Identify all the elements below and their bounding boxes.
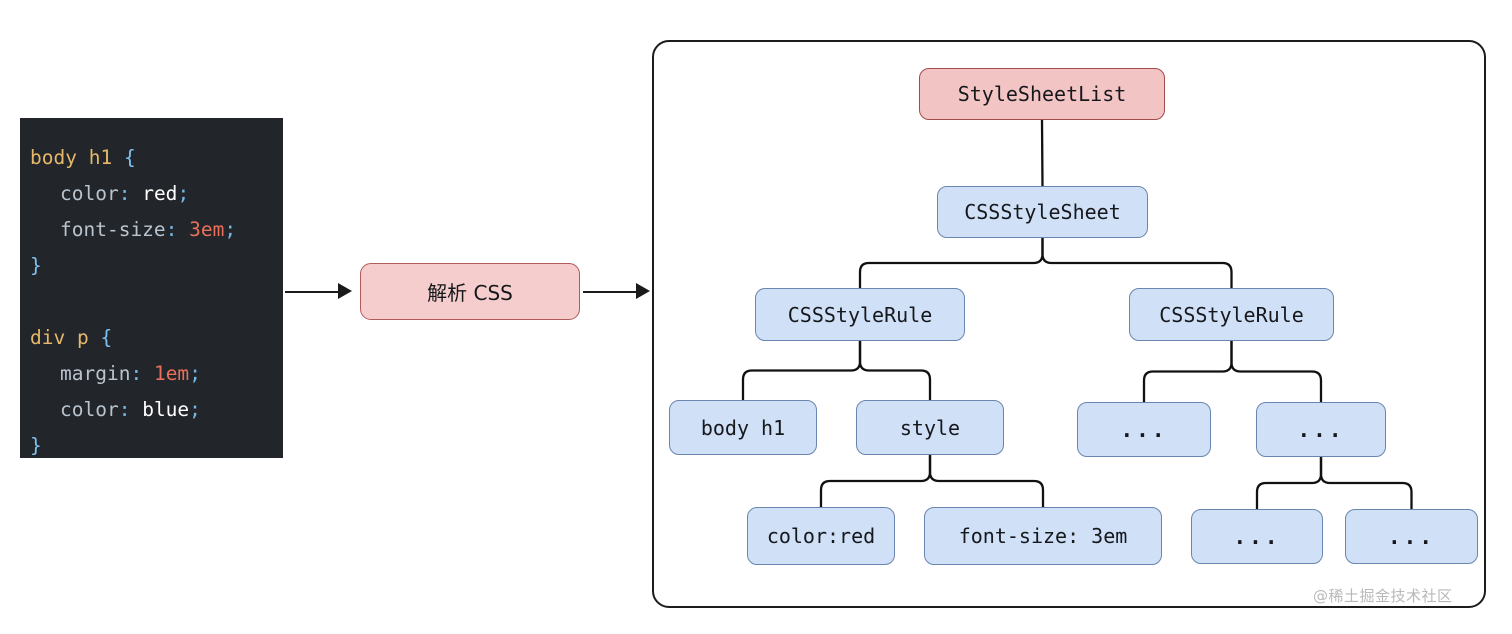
code-token-punc: ; (224, 218, 237, 241)
arrow-head-parse-to-tree (636, 283, 650, 299)
code-line: font-size: 3em; (20, 212, 283, 248)
code-token-punc: : (118, 182, 131, 205)
code-token-punc: : (165, 218, 178, 241)
code-line: } (20, 248, 283, 284)
code-token-prop: color (60, 398, 119, 421)
tree-node-decl-color[interactable]: color:red (747, 507, 895, 565)
code-line: color: red; (20, 176, 283, 212)
code-token-val: blue (142, 398, 190, 421)
code-token-sel: div p (30, 326, 89, 349)
code-token-plain (112, 146, 124, 169)
code-token-brace: { (123, 146, 136, 169)
tree-node-label: ... (1388, 524, 1435, 549)
tree-node-stylesheetlist[interactable]: StyleSheetList (919, 68, 1165, 120)
tree-node-dots-r2[interactable]: ... (1256, 402, 1386, 457)
code-line: div p { (20, 320, 283, 356)
tree-node-label: color:red (766, 524, 876, 548)
code-token-plain (89, 326, 101, 349)
code-token-punc: ; (189, 398, 201, 421)
tree-node-label: ... (1120, 417, 1168, 442)
code-token-brace: { (100, 326, 113, 349)
code-line: margin: 1em; (20, 356, 283, 392)
code-line: body h1 { (20, 140, 283, 176)
tree-node-decl-fontsize[interactable]: font-size: 3em (924, 507, 1162, 565)
code-token-val: red (142, 182, 178, 205)
tree-node-label: ... (1297, 417, 1345, 442)
tree-node-dots-r3[interactable]: ... (1191, 509, 1323, 564)
parse-css-node[interactable]: 解析 CSS (360, 263, 580, 320)
tree-node-label: CSSStyleRule (1159, 302, 1304, 327)
code-token-brace: } (30, 434, 42, 457)
tree-node-dots-r1[interactable]: ... (1077, 402, 1211, 457)
tree-node-rule-left[interactable]: CSSStyleRule (755, 288, 965, 341)
parse-css-label: 解析 CSS (427, 281, 513, 305)
tree-node-dots-r4[interactable]: ... (1345, 509, 1478, 564)
code-token-num: 1em (153, 362, 190, 385)
tree-node-style-node[interactable]: style (856, 400, 1004, 455)
code-line: } (20, 428, 283, 464)
code-token-punc: ; (189, 362, 201, 385)
code-token-prop: color (60, 182, 119, 205)
cssom-tree-frame (652, 40, 1486, 608)
css-source-code-block: body h1 {color: red;font-size: 3em;} div… (20, 118, 283, 458)
code-token-sel: body h1 (30, 146, 113, 169)
code-line (20, 284, 283, 320)
tree-node-cssstylesheet[interactable]: CSSStyleSheet (937, 186, 1148, 238)
code-token-num: 3em (189, 218, 225, 241)
code-token-plain (177, 218, 189, 241)
code-token-punc: : (130, 362, 143, 385)
arrow-line-code-to-parse (285, 291, 339, 293)
tree-node-label: CSSStyleSheet (964, 200, 1121, 224)
tree-node-label: font-size: 3em (958, 524, 1128, 548)
code-token-plain (130, 182, 142, 205)
tree-node-label: body h1 (700, 415, 786, 440)
tree-node-label: ... (1233, 524, 1281, 549)
watermark: @稀土掘金技术社区 (1313, 587, 1453, 605)
code-token-brace: } (30, 254, 42, 277)
code-token-punc: ; (177, 182, 190, 205)
tree-node-rule-right[interactable]: CSSStyleRule (1129, 288, 1334, 341)
code-token-prop: font-size (60, 218, 166, 241)
code-token-punc: : (118, 398, 131, 421)
arrow-line-parse-to-tree (583, 291, 637, 293)
code-token-prop: margin (60, 362, 131, 385)
tree-node-label: StyleSheetList (957, 82, 1127, 106)
arrow-head-code-to-parse (338, 283, 352, 299)
code-token-plain (142, 362, 154, 385)
tree-node-label: style (899, 415, 961, 440)
code-line: color: blue; (20, 392, 283, 428)
tree-node-selector-node[interactable]: body h1 (669, 400, 817, 455)
tree-node-label: CSSStyleRule (787, 302, 933, 327)
code-token-plain (130, 398, 142, 421)
